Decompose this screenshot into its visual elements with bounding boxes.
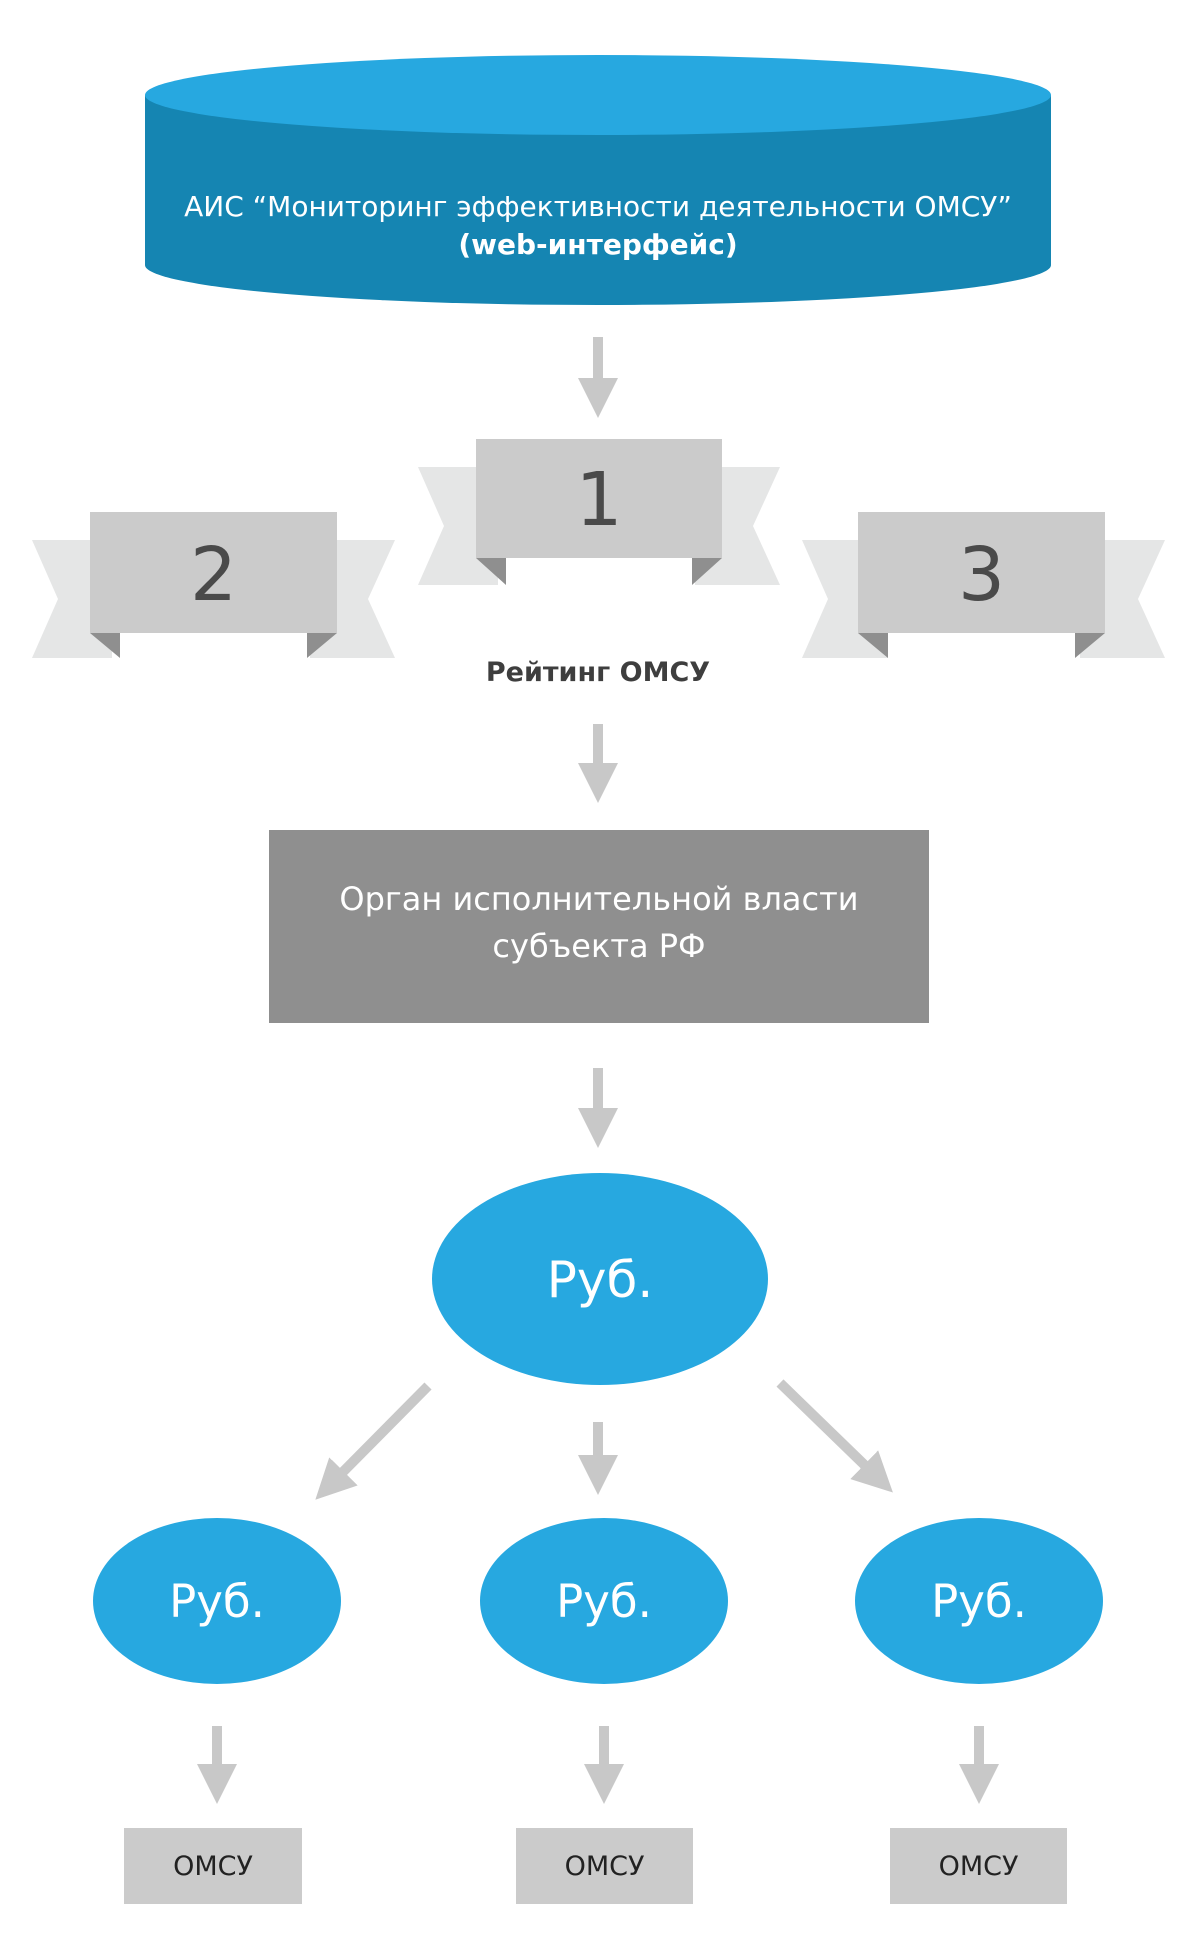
omsu-label-right: ОМСУ: [939, 1851, 1019, 1882]
rank-2: 2: [190, 532, 237, 618]
budget-node-left: Руб.: [93, 1518, 341, 1684]
database-cylinder: АИС “Мониторинг эффективности деятельнос…: [145, 55, 1051, 305]
omsu-box-center: ОМСУ: [516, 1828, 693, 1904]
ribbon-2-front: [90, 512, 337, 633]
authority-line-2: субъекта РФ: [492, 927, 705, 965]
arrow-branch-right: [776, 1379, 893, 1493]
rating-ribbon-1: 1: [418, 439, 780, 585]
budget-label-right: Руб.: [931, 1575, 1027, 1628]
budget-node-right: Руб.: [855, 1518, 1103, 1684]
ribbon-3-fold-right: [1075, 633, 1105, 658]
budget-ellipse-left: [93, 1518, 341, 1684]
omsu-box-left: ОМСУ: [124, 1828, 302, 1904]
budget-label-left: Руб.: [169, 1575, 265, 1628]
rank-3: 3: [958, 532, 1005, 618]
ribbon-1-front: [476, 439, 722, 558]
database-side: [145, 95, 1051, 305]
omsu-label-left: ОМСУ: [173, 1851, 253, 1882]
database-subtitle: (web-интерфейс): [458, 228, 737, 261]
rating-label: Рейтинг ОМСУ: [486, 657, 710, 688]
omsu-box-left-bg: [124, 1828, 302, 1904]
authority-box-bg: [269, 830, 929, 1023]
ribbon-1-fold-right: [692, 558, 722, 585]
budget-node-center: Руб.: [480, 1518, 728, 1684]
omsu-label-center: ОМСУ: [565, 1851, 645, 1882]
database-top: [145, 55, 1051, 135]
omsu-box-right: ОМСУ: [890, 1828, 1067, 1904]
budget-ellipse-right: [855, 1518, 1103, 1684]
rating-ribbon-3: 3: [802, 512, 1165, 658]
database-title: АИС “Мониторинг эффективности деятельнос…: [184, 190, 1012, 223]
rank-1: 1: [575, 457, 622, 543]
ribbon-3-fold-left: [858, 633, 888, 658]
budget-label-center: Руб.: [556, 1575, 652, 1628]
budget-ellipse-center: [480, 1518, 728, 1684]
ribbon-2-fold-left: [90, 633, 120, 658]
main-budget-label: Руб.: [547, 1251, 653, 1309]
ribbon-1-fold-left: [476, 558, 506, 585]
ribbon-3-front: [858, 512, 1105, 633]
ribbon-2-fold-right: [307, 633, 337, 658]
authority-box: Орган исполнительной власти субъекта РФ: [269, 830, 929, 1023]
authority-line-1: Орган исполнительной власти: [339, 880, 858, 918]
rating-ribbon-2: 2: [32, 512, 395, 658]
main-budget-node: Руб.: [432, 1173, 768, 1385]
omsu-box-right-bg: [890, 1828, 1067, 1904]
arrow-branch-left: [315, 1382, 432, 1500]
omsu-box-center-bg: [516, 1828, 693, 1904]
main-budget-ellipse: [432, 1173, 768, 1385]
